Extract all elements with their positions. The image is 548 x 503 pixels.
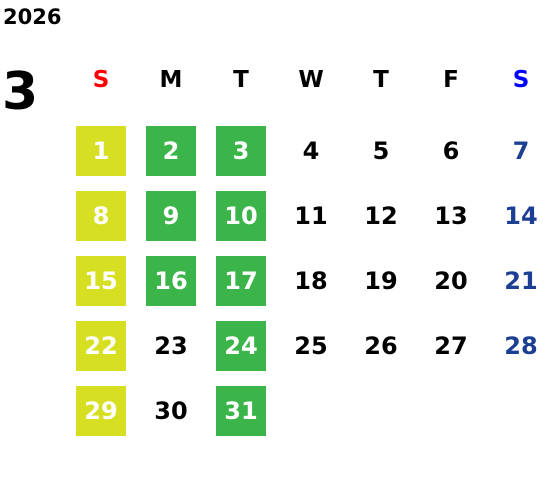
day-cell: 19: [364, 267, 398, 295]
weekday-friday: F: [443, 67, 459, 93]
day-cell: 5: [372, 137, 390, 165]
day-cell: 9: [146, 191, 196, 241]
weekday-header: S M T W T F S: [0, 66, 548, 94]
day-cell: 6: [442, 137, 460, 165]
day-cell: 10: [216, 191, 266, 241]
weekday-thursday: T: [373, 67, 389, 93]
day-cell: 26: [364, 332, 398, 360]
day-cell: 30: [154, 397, 188, 425]
day-cell: 14: [504, 202, 538, 230]
day-cell: 1: [76, 126, 126, 176]
day-cell: 31: [216, 386, 266, 436]
day-cell: 29: [76, 386, 126, 436]
day-cell: 24: [216, 321, 266, 371]
day-cell: 28: [504, 332, 538, 360]
day-cell: 8: [76, 191, 126, 241]
day-cell: 7: [512, 137, 530, 165]
day-cell: 15: [76, 256, 126, 306]
day-cell: 13: [434, 202, 468, 230]
day-cell: 18: [294, 267, 328, 295]
weekday-wednesday: W: [298, 67, 324, 93]
day-cell: 2: [146, 126, 196, 176]
day-cell: 21: [504, 267, 538, 295]
weekday-sunday: S: [92, 67, 110, 93]
day-cell: 12: [364, 202, 398, 230]
year-label: 2026: [3, 5, 62, 29]
day-cell: 17: [216, 256, 266, 306]
day-cell: 20: [434, 267, 468, 295]
day-cell: 23: [154, 332, 188, 360]
day-cell: 27: [434, 332, 468, 360]
day-cell: 22: [76, 321, 126, 371]
day-cell: 3: [216, 126, 266, 176]
day-cell: 25: [294, 332, 328, 360]
day-cell: 11: [294, 202, 328, 230]
day-cell: 4: [302, 137, 320, 165]
weekday-saturday: S: [512, 67, 530, 93]
weekday-monday: M: [159, 67, 183, 93]
day-cell: 16: [146, 256, 196, 306]
weekday-tuesday: T: [233, 67, 249, 93]
month-number: 3: [2, 62, 39, 122]
